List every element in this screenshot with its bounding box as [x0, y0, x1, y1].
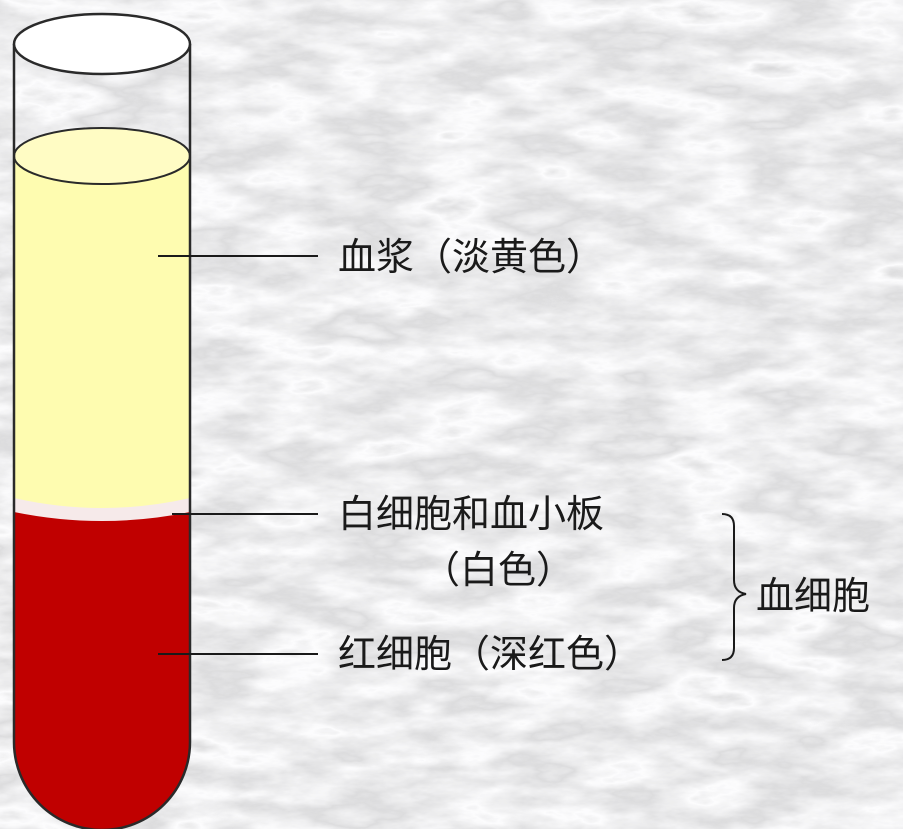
- white-cells-color-label: （白色）: [422, 548, 575, 592]
- test-tube-outline: [12, 44, 192, 829]
- plasma-label: 血浆（淡黄色）: [338, 235, 605, 279]
- blood-cells-label: 血细胞: [756, 574, 871, 618]
- test-tube-rim: [12, 12, 192, 76]
- red-blood-cell-layer: [14, 506, 190, 829]
- white-cells-platelets-label: 白细胞和血小板: [338, 492, 605, 536]
- red-cells-label: 红细胞（深红色）: [338, 632, 643, 676]
- plasma-surface: [13, 127, 191, 185]
- blood-cells-brace: [721, 513, 747, 661]
- plasma-layer: [14, 156, 190, 508]
